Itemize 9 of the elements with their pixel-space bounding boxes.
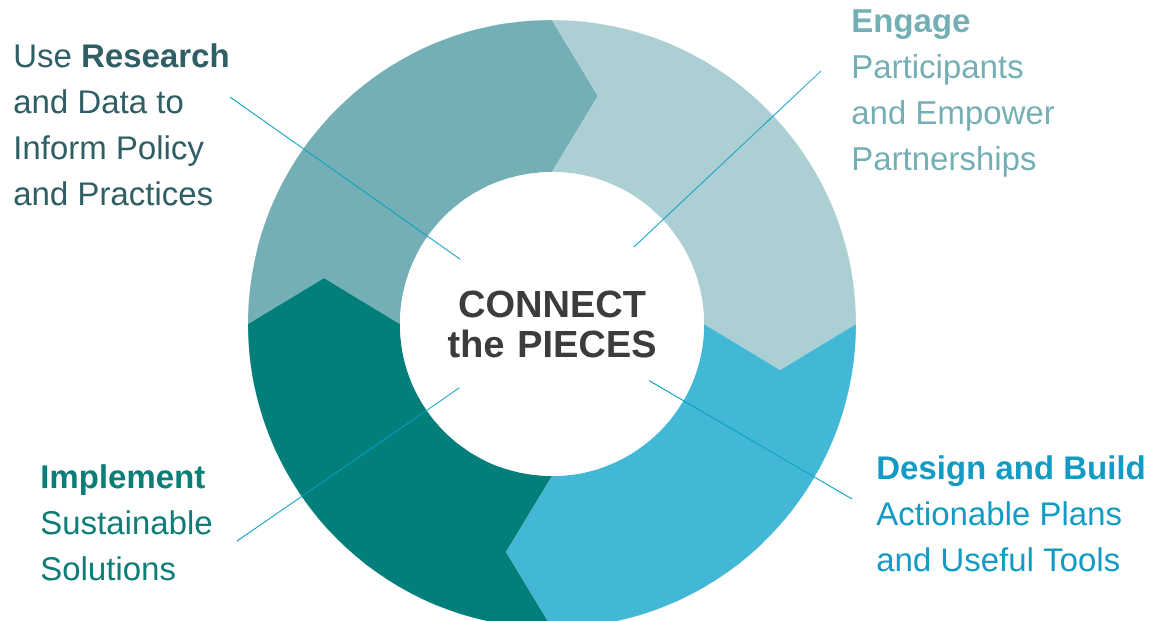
center-label: CONNECT the PIECES	[400, 172, 704, 476]
step-text: Use Research and Data to Inform Policy and Practices	[14, 43, 228, 206]
step-text: Design and Build Actionable Plans and Useful Tools	[876, 455, 1144, 572]
step-text: Engage Participants and Empower Partnerships	[852, 9, 1055, 177]
leader-line	[648, 380, 853, 500]
leader-line	[229, 96, 461, 260]
step-text: Implement Sustainable Solutions	[41, 464, 212, 581]
leader-line	[633, 70, 822, 248]
leader-line	[236, 387, 461, 542]
